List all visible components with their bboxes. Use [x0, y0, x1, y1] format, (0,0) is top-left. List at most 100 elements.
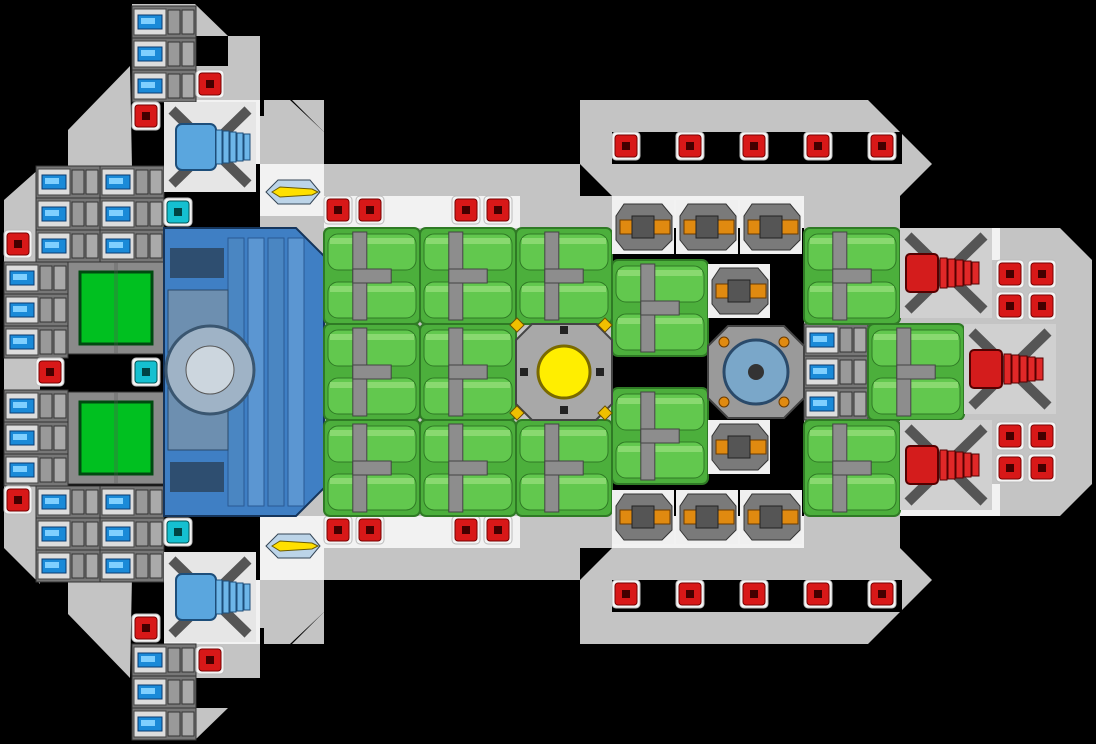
yellow-reactor-core-icon — [509, 317, 613, 421]
blue-battery-icon — [3, 261, 69, 295]
blue-thruster-icon — [164, 102, 256, 192]
cyan-coolant-node-icon — [163, 197, 193, 227]
red-power-node-icon — [1027, 453, 1057, 483]
red-power-node-icon — [675, 579, 705, 609]
components-layer — [3, 5, 1057, 741]
yellow-missile-icon — [265, 179, 321, 205]
shield-generator-icon — [707, 325, 805, 419]
green-pipe-module-icon — [419, 323, 517, 421]
red-power-node-icon — [995, 291, 1025, 321]
red-power-node-icon — [995, 453, 1025, 483]
red-power-node-icon — [995, 259, 1025, 289]
red-power-node-icon — [611, 579, 641, 609]
red-engine-icon — [900, 420, 992, 510]
blue-battery-icon — [3, 293, 69, 327]
blue-battery-icon — [99, 485, 165, 519]
green-pipe-module-icon — [323, 227, 421, 325]
blue-battery-icon — [3, 453, 69, 487]
blue-battery-icon — [3, 421, 69, 455]
hull-plate — [68, 66, 132, 168]
hull-plate — [292, 100, 324, 132]
blue-battery-icon — [99, 165, 165, 199]
red-engine-icon — [964, 324, 1056, 414]
red-power-node-icon — [323, 515, 353, 545]
hull-gap — [196, 678, 228, 708]
orange-turret-icon — [676, 200, 738, 254]
cyan-coolant-node-icon — [163, 517, 193, 547]
red-engine-icon — [900, 228, 992, 318]
blue-battery-icon — [35, 517, 101, 551]
red-power-node-icon — [803, 579, 833, 609]
cyan-coolant-node-icon — [131, 357, 161, 387]
hull-plate — [228, 36, 260, 66]
orange-turret-icon — [708, 420, 770, 474]
red-power-node-icon — [483, 195, 513, 225]
blue-battery-icon — [35, 197, 101, 231]
blue-battery-icon — [35, 229, 101, 263]
red-power-node-icon — [1027, 421, 1057, 451]
orange-turret-icon — [740, 490, 802, 544]
blue-battery-icon — [803, 323, 869, 357]
green-pipe-module-icon — [323, 419, 421, 517]
blue-thruster-icon — [164, 552, 256, 642]
blue-battery-icon — [131, 675, 197, 709]
blue-battery-icon — [35, 485, 101, 519]
green-pipe-module-icon — [419, 227, 517, 325]
red-power-node-icon — [803, 131, 833, 161]
hull-gap — [772, 260, 804, 324]
blue-battery-icon — [99, 229, 165, 263]
green-pipe-module-icon — [515, 227, 613, 325]
green-display-screen-icon — [67, 391, 165, 485]
red-power-node-icon — [867, 579, 897, 609]
red-power-node-icon — [35, 357, 65, 387]
red-power-node-icon — [1027, 291, 1057, 321]
red-power-node-icon — [739, 579, 769, 609]
red-power-node-icon — [483, 515, 513, 545]
hull-gap — [196, 36, 228, 66]
hull-plate — [68, 576, 132, 678]
blue-battery-icon — [803, 355, 869, 389]
blue-battery-icon — [3, 325, 69, 359]
green-pipe-module-icon — [419, 419, 517, 517]
red-power-node-icon — [1027, 259, 1057, 289]
red-power-node-icon — [995, 421, 1025, 451]
red-power-node-icon — [611, 131, 641, 161]
blue-battery-icon — [99, 549, 165, 583]
orange-turret-icon — [708, 264, 770, 318]
red-power-node-icon — [195, 645, 225, 675]
green-pipe-module-icon — [515, 419, 613, 517]
red-power-node-icon — [3, 229, 33, 259]
red-power-node-icon — [451, 195, 481, 225]
hull-plate — [292, 612, 324, 644]
yellow-missile-icon — [265, 533, 321, 559]
blue-battery-icon — [131, 643, 197, 677]
orange-turret-icon — [612, 200, 674, 254]
red-power-node-icon — [355, 515, 385, 545]
blue-battery-icon — [35, 165, 101, 199]
orange-turret-icon — [612, 490, 674, 544]
green-pipe-module-icon — [803, 227, 901, 325]
green-pipe-module-icon — [323, 323, 421, 421]
red-power-node-icon — [675, 131, 705, 161]
blue-battery-icon — [131, 707, 197, 741]
green-pipe-module-icon — [803, 419, 901, 517]
blue-battery-icon — [3, 389, 69, 423]
blue-battery-icon — [131, 5, 197, 39]
green-pipe-module-icon — [867, 323, 965, 421]
blue-battery-icon — [99, 517, 165, 551]
orange-turret-icon — [676, 490, 738, 544]
blue-battery-icon — [131, 69, 197, 103]
red-power-node-icon — [3, 485, 33, 515]
blue-battery-icon — [35, 549, 101, 583]
red-power-node-icon — [355, 195, 385, 225]
orange-turret-icon — [740, 200, 802, 254]
green-pipe-module-icon — [611, 387, 709, 485]
red-power-node-icon — [131, 613, 161, 643]
cockpit-icon — [163, 227, 325, 517]
blue-battery-icon — [131, 37, 197, 71]
green-display-screen-icon — [67, 261, 165, 355]
hull-gap — [772, 420, 804, 484]
red-power-node-icon — [451, 515, 481, 545]
red-power-node-icon — [195, 69, 225, 99]
green-pipe-module-icon — [611, 259, 709, 357]
